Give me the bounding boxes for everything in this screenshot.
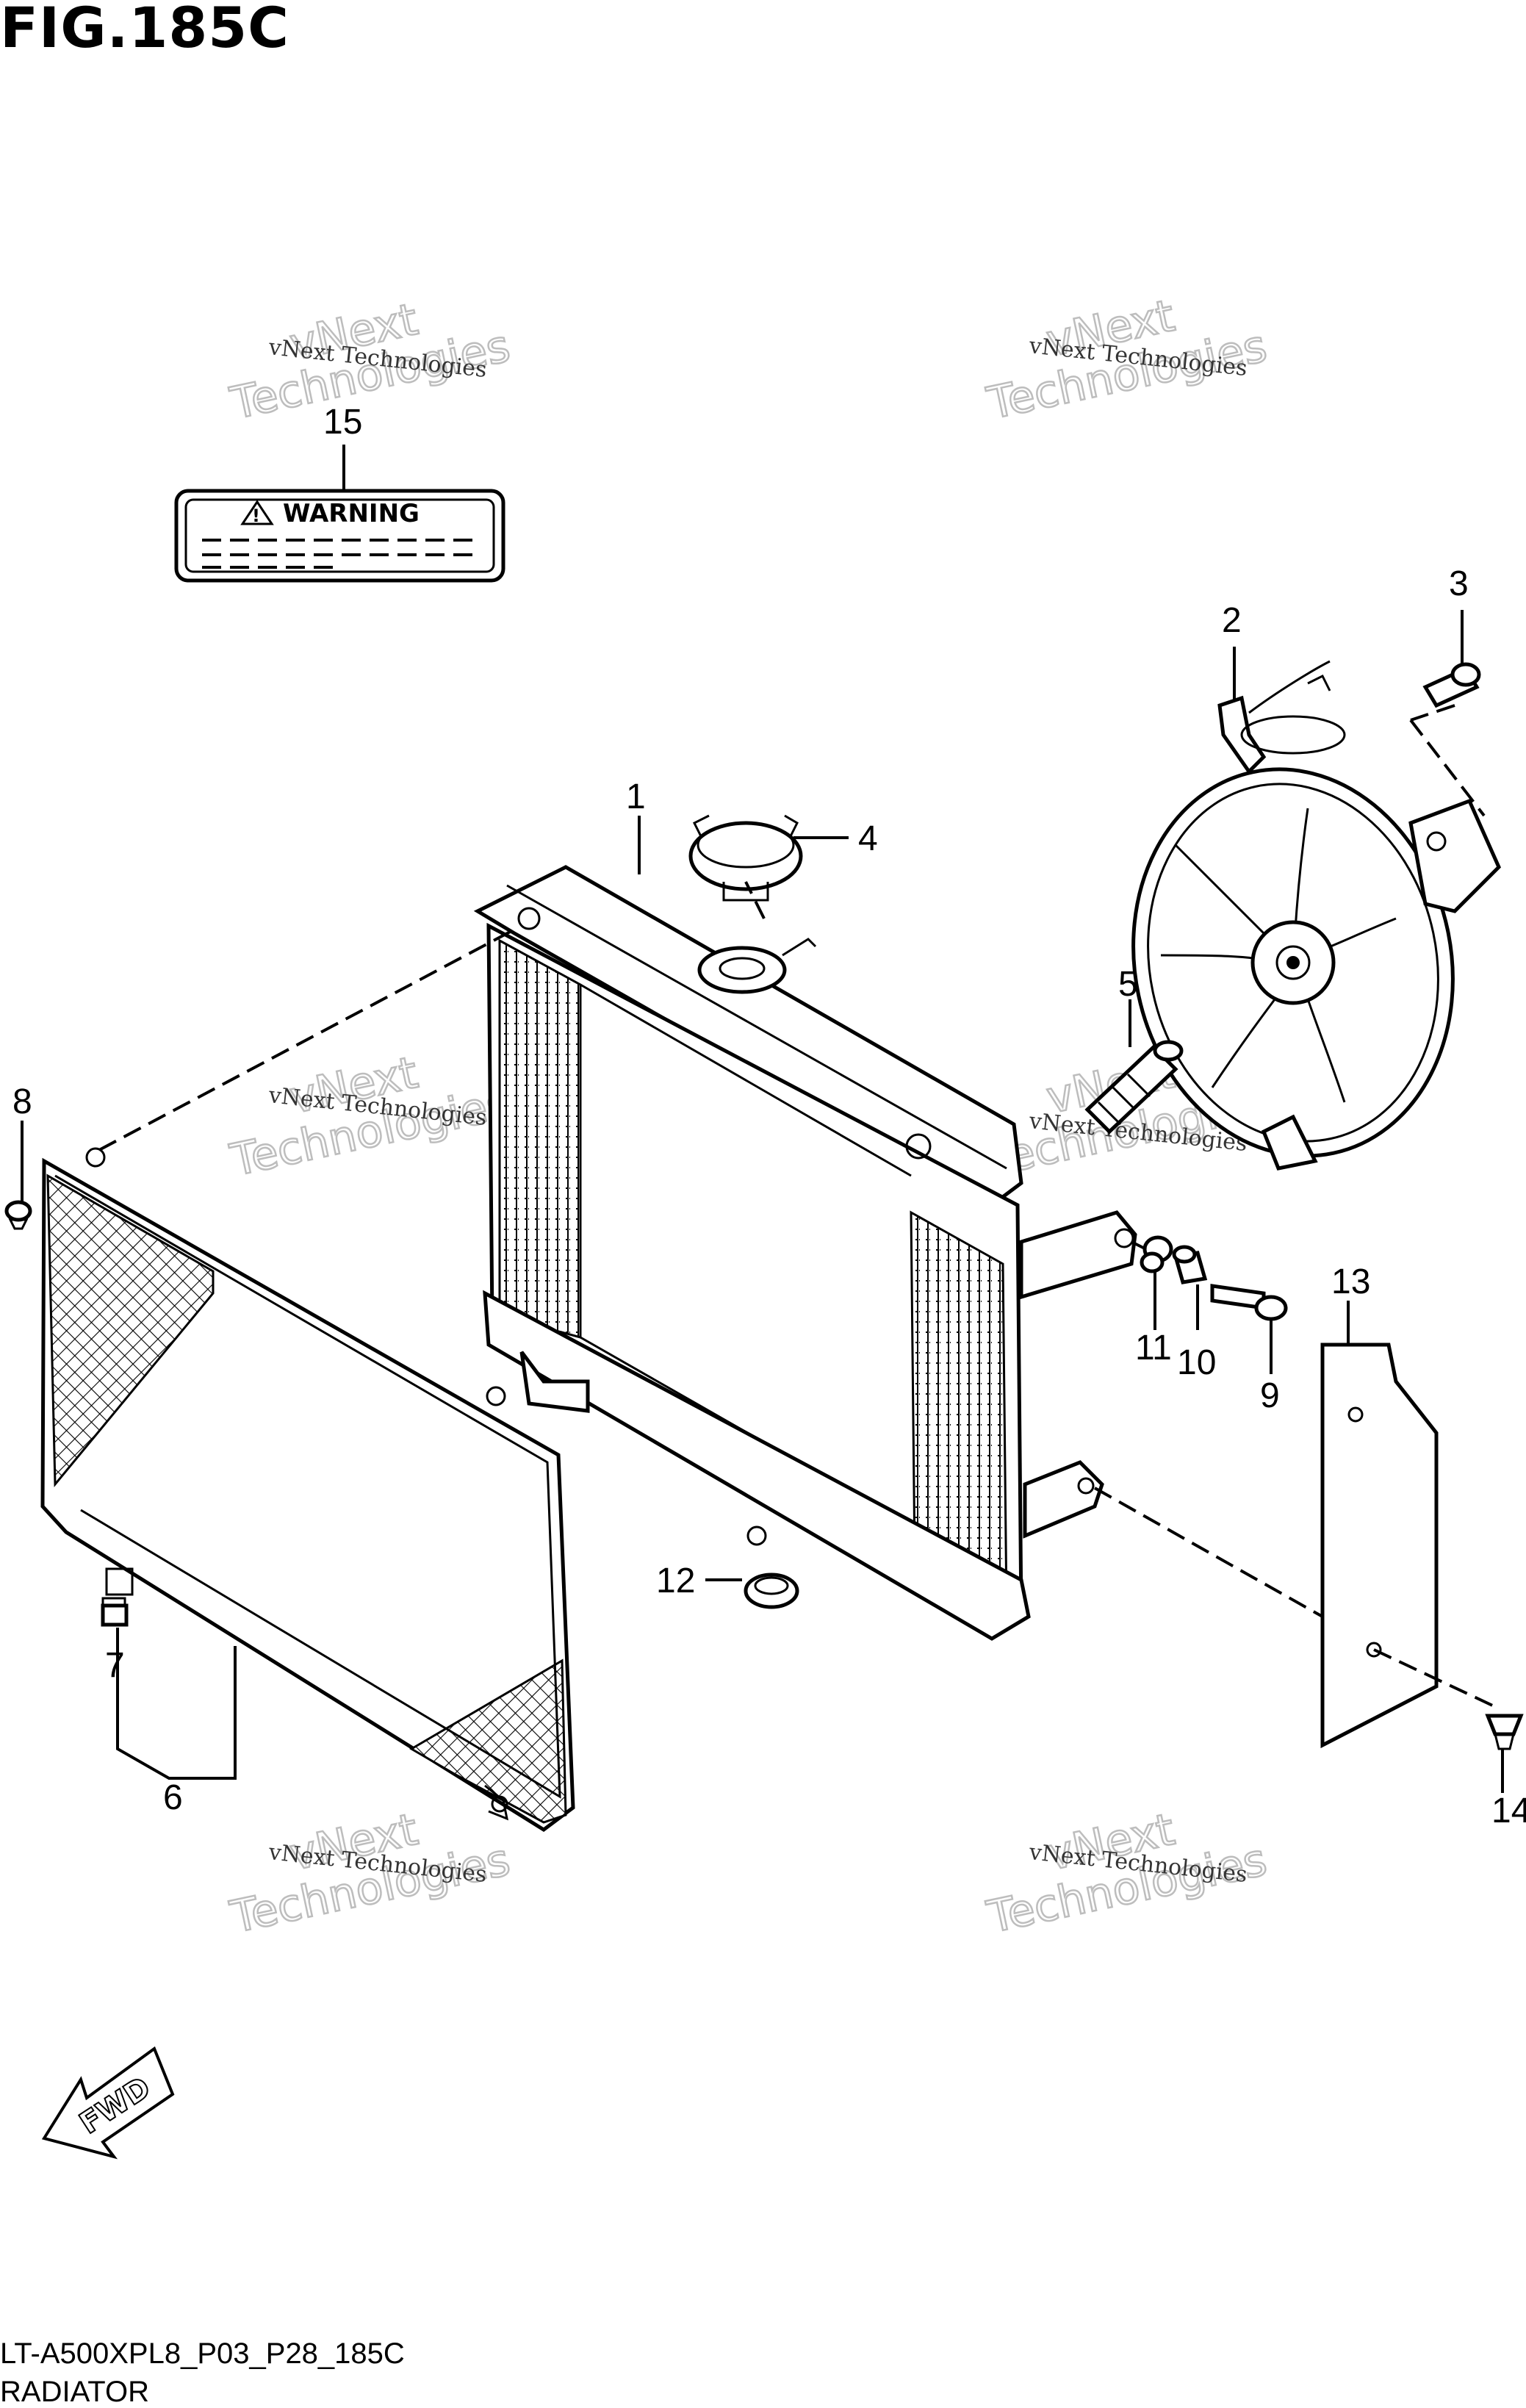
callout-2: 2: [1222, 601, 1242, 640]
watermark-top-right: Technologies vNext vNext Technologies: [982, 290, 1272, 431]
watermark-middle-left: Technologies vNext vNext Technologies: [225, 1046, 515, 1188]
screw-3: [1422, 662, 1481, 708]
leader-lines: [21, 445, 1504, 1793]
watermark-bottom-right: Technologies vNext vNext Technologies: [982, 1803, 1272, 1945]
radiator-cap: [688, 814, 803, 902]
collar-10: [1172, 1245, 1208, 1284]
figure-title: FIG.185C: [0, 0, 289, 60]
callout-15: 15: [323, 403, 362, 442]
watermark-top-left: Technologies vNext vNext Technologies: [225, 293, 515, 431]
callout-14: 14: [1491, 1791, 1526, 1830]
svg-text:!: !: [252, 506, 260, 526]
radiator-screen: [40, 1147, 575, 1833]
side-plate-13: [1320, 1343, 1439, 1749]
callout-5: 5: [1118, 965, 1138, 1004]
grommet-11: [1140, 1235, 1173, 1273]
watermark-bottom-left: Technologies vNext vNext Technologies: [225, 1803, 515, 1945]
figure-code: LT-A500XPL8_P03_P28_185C: [0, 2337, 405, 2370]
callout-4: 4: [858, 819, 878, 858]
callout-12: 12: [656, 1561, 695, 1600]
callout-6: 6: [163, 1778, 183, 1817]
callout-1: 1: [626, 777, 646, 816]
figure-name: RADIATOR: [0, 2376, 149, 2408]
radiator: [473, 865, 1137, 1641]
clip-8: [4, 1200, 32, 1230]
callout-7: 7: [105, 1646, 125, 1685]
grommet-12: [744, 1573, 799, 1609]
callout-13: 13: [1331, 1262, 1370, 1301]
bolt-9: [1210, 1284, 1288, 1321]
callout-8: 8: [12, 1082, 32, 1121]
warning-label-heading: WARNING: [283, 499, 420, 528]
fwd-arrow: FWD: [41, 2046, 175, 2160]
warning-label: ! WARNING: [174, 489, 505, 583]
callout-10: 10: [1177, 1343, 1216, 1382]
clip-14: [1485, 1714, 1524, 1750]
callout-9: 9: [1260, 1376, 1280, 1415]
callout-numbers: 1 2 3 4 5 6 7 8 9 10 11 12 13 14 15: [12, 403, 1526, 1830]
warning-triangle-icon: [240, 500, 274, 525]
assembly-lines: [98, 704, 1500, 1710]
fan-thermo-switch: [1084, 1040, 1184, 1135]
cushion-7: [101, 1603, 129, 1627]
callout-3: 3: [1449, 564, 1469, 603]
cooling-fan: [1131, 660, 1501, 1171]
callout-11: 11: [1135, 1329, 1172, 1367]
